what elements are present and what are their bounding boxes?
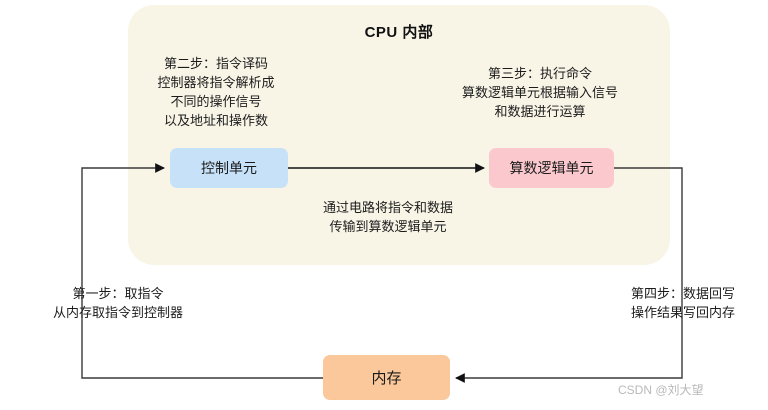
cpu-panel-title: CPU 内部	[364, 24, 434, 41]
note-line: 和数据进行运算	[494, 104, 586, 119]
note-line: 控制器将指令解析成	[157, 75, 275, 90]
node-control-unit[interactable]: 控制单元	[170, 148, 288, 188]
note-line: 算数逻辑单元根据输入信号	[461, 85, 618, 100]
node-label: 算数逻辑单元	[509, 160, 594, 176]
note-line: 从内存取指令到控制器	[52, 305, 183, 320]
wire-alu-to-memory	[455, 167, 683, 383]
cpu-internal-panel: CPU 内部	[128, 5, 670, 265]
wire-memory-to-control	[81, 163, 323, 379]
note-line: 第四步：数据回写	[630, 286, 735, 301]
note-line: 第三步：执行命令	[487, 66, 592, 81]
note-line: 传输到算数逻辑单元	[329, 219, 447, 234]
note-line: 通过电路将指令和数据	[322, 200, 453, 215]
note-line: 第二步：指令译码	[163, 56, 268, 71]
node-label: 控制单元	[201, 160, 257, 176]
node-alu[interactable]: 算数逻辑单元	[489, 148, 614, 188]
note-line: 不同的操作信号	[170, 94, 262, 109]
note-step-2: 第二步：指令译码 控制器将指令解析成 不同的操作信号 以及地址和操作数	[116, 54, 316, 130]
node-memory[interactable]: 内存	[323, 355, 450, 400]
note-step-3: 第三步：执行命令 算数逻辑单元根据输入信号 和数据进行运算	[430, 64, 650, 121]
note-line: 第一步：取指令	[72, 286, 164, 301]
note-step-4: 第四步：数据回写 操作结果写回内存	[598, 284, 768, 322]
note-step-1: 第一步：取指令 从内存取指令到控制器	[8, 284, 228, 322]
note-line: 以及地址和操作数	[163, 113, 268, 128]
note-line: 操作结果写回内存	[630, 305, 735, 320]
watermark-text: CSDN @刘大望	[618, 383, 704, 397]
note-bus-transfer: 通过电路将指令和数据 传输到算数逻辑单元	[278, 198, 498, 236]
node-label: 内存	[371, 370, 402, 387]
